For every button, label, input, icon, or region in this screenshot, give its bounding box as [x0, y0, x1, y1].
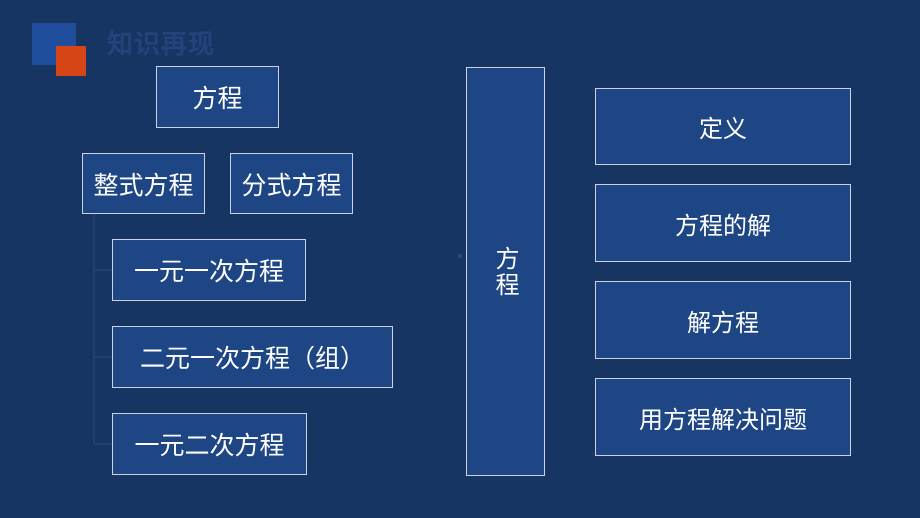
box-quadratic-one-variable: 一元二次方程 — [112, 413, 307, 475]
logo-orange-square — [56, 46, 86, 76]
box-integral-equation: 整式方程 — [82, 153, 205, 214]
box-linear-one-variable: 一元一次方程 — [112, 239, 306, 301]
box-solve-equation: 解方程 — [595, 281, 851, 359]
box-definition: 定义 — [595, 88, 851, 165]
box-linear-two-variable: 二元一次方程（组） — [112, 326, 393, 388]
section-title: 知识再现 — [107, 30, 216, 60]
box-fractional-equation: 分式方程 — [230, 153, 353, 214]
connector-dot — [458, 254, 462, 258]
box-word-problems: 用方程解决问题 — [595, 378, 851, 456]
box-equation-top: 方程 — [156, 66, 279, 128]
box-equation-center: 方程 — [466, 67, 545, 476]
box-solution-of-equation: 方程的解 — [595, 184, 851, 262]
